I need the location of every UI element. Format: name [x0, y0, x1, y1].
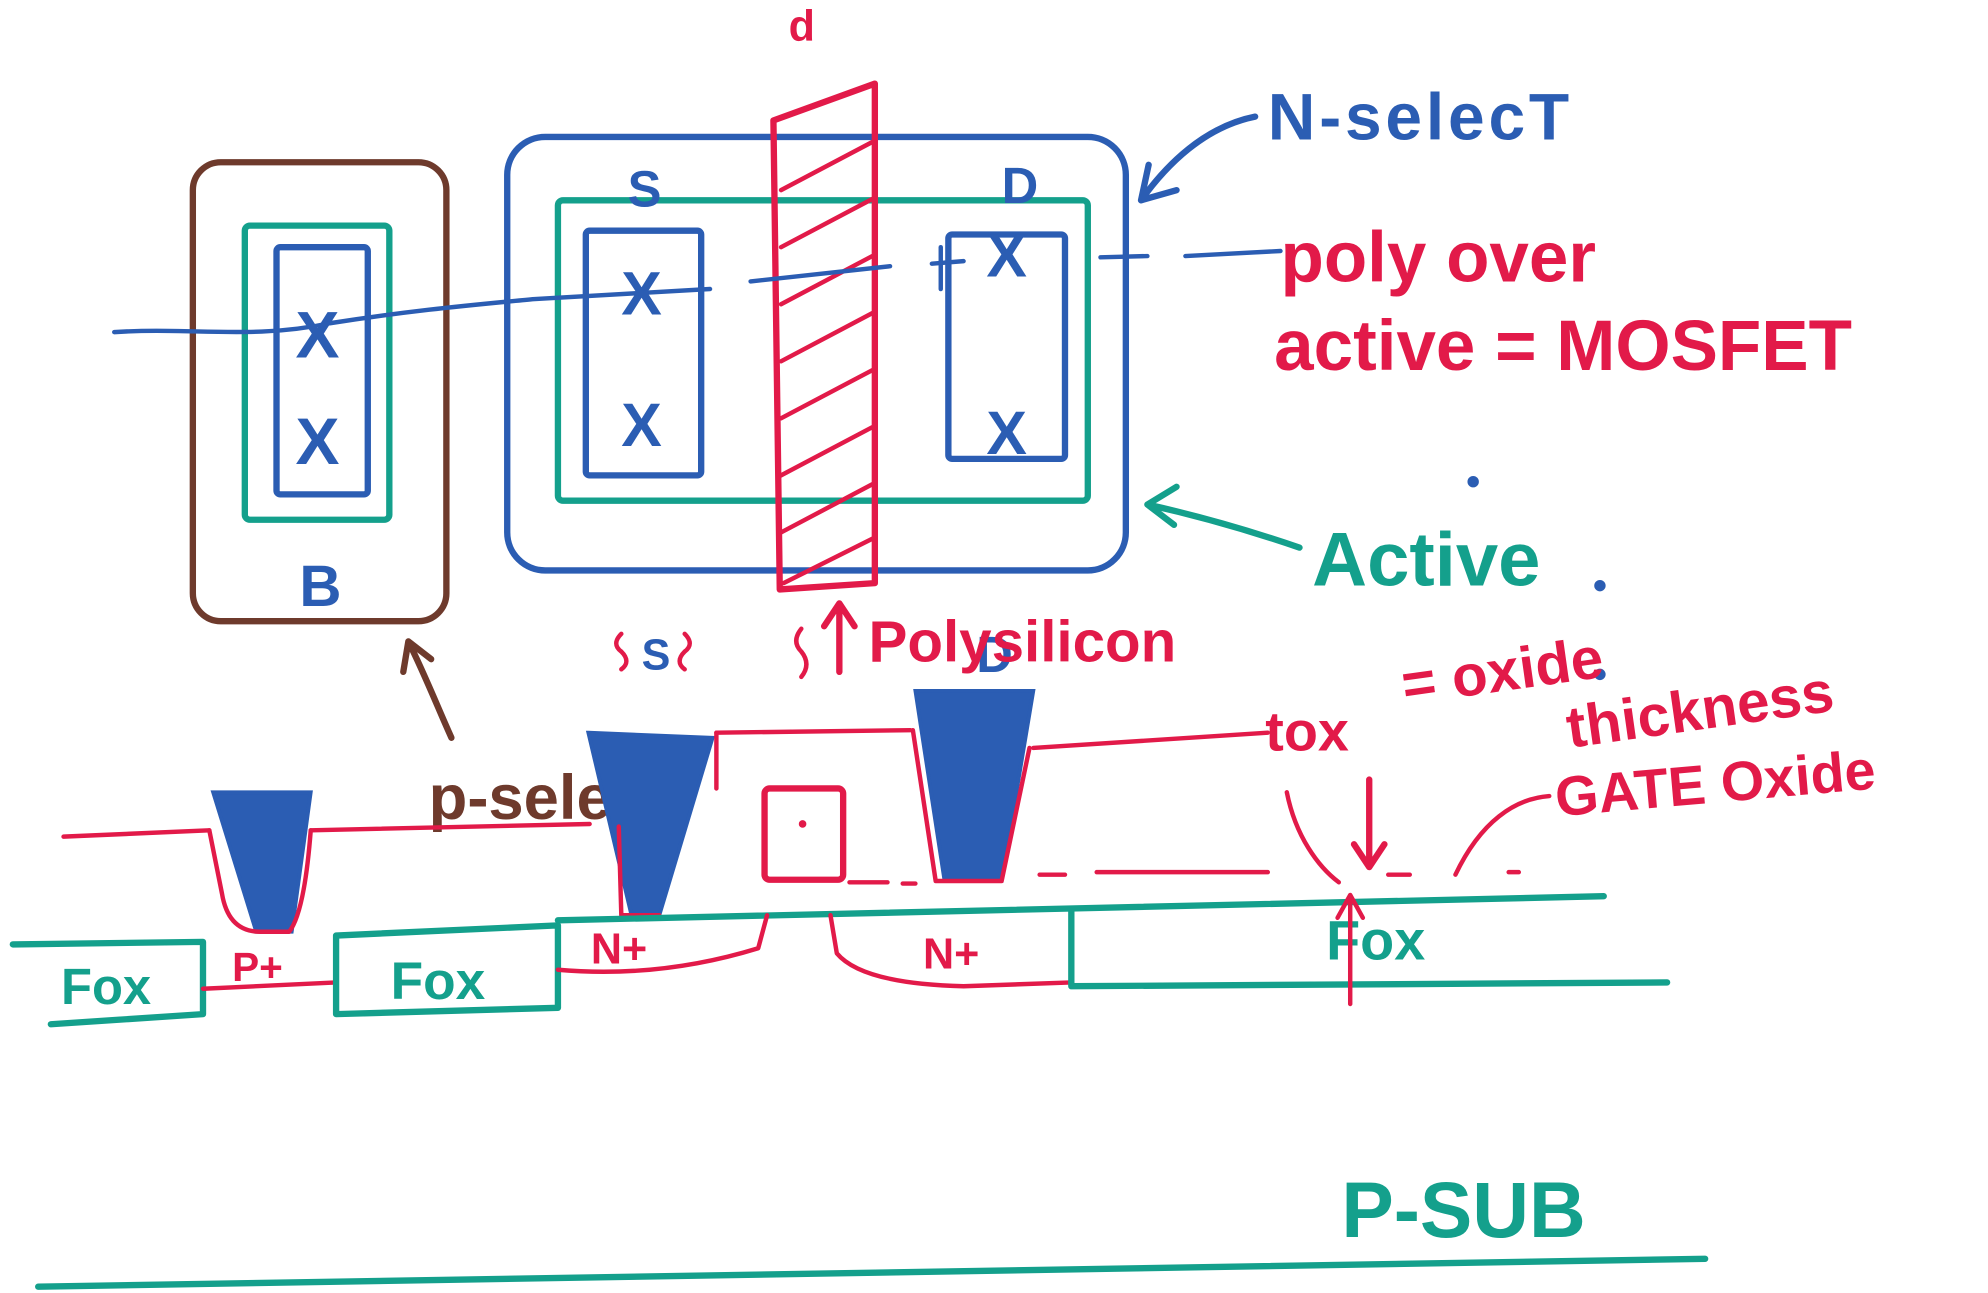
n-select-label: N-selecT [1268, 79, 1573, 153]
source-label: S [628, 161, 662, 218]
body-contact-outline [207, 828, 313, 934]
source-contact-rect [582, 227, 705, 479]
poly-over-active-line2: active = MOSFET [1274, 307, 1852, 386]
p-select-box [189, 159, 450, 625]
active-arrow [1144, 483, 1303, 551]
fox-left-label: Fox [61, 958, 151, 1015]
dot [1594, 579, 1606, 592]
n-plus-source-region [555, 913, 770, 974]
polysilicon-label: Polysilicon [869, 610, 1177, 675]
p-plus-label: P+ [232, 944, 283, 990]
drain-label: D [1002, 157, 1039, 214]
source-squiggle [614, 626, 809, 680]
layout-annotations: N-selecT poly over active = MOSFET Activ… [1137, 79, 1852, 681]
source-contact-mark: X [621, 391, 662, 459]
silicon-surface [554, 893, 1607, 924]
dot [1594, 668, 1606, 681]
fox-right-label: Fox [1326, 910, 1425, 972]
body-contact-mark: X [296, 297, 340, 371]
gate-oxide-line [847, 869, 1522, 886]
gate-dot [798, 820, 807, 828]
n-plus-drain-region [828, 913, 1074, 989]
field-oxide-surface [61, 727, 1271, 839]
tox-arrow-down [1350, 776, 1388, 871]
drain-contact-rect [945, 231, 1069, 463]
cross-section: S D Polysilicon p-select Fox P+ Fox N+ [9, 600, 1878, 1290]
body-contact-mark: X [296, 404, 340, 478]
p-plus-region [200, 980, 339, 991]
fox-right-box [1068, 907, 1671, 990]
gate-poly [761, 785, 847, 883]
top-mark: d [789, 3, 815, 51]
tox-label: tox [1265, 700, 1349, 762]
n-select-box [504, 133, 1130, 574]
n-plus-drain-label: N+ [923, 930, 979, 978]
tox-leader [1284, 790, 1342, 885]
layout-view: X X B X X X X S D d [112, 3, 1283, 625]
n-select-arrow [1137, 113, 1259, 204]
fox-left-box [9, 938, 207, 1028]
p-select-arrow [400, 638, 455, 741]
fox-middle-box [332, 922, 562, 1018]
nmos-active-rect [554, 197, 1091, 504]
fox-middle-label: Fox [391, 952, 486, 1011]
active-label: Active [1312, 518, 1540, 603]
poly-hatching [778, 139, 875, 586]
body-active-rect [241, 222, 393, 523]
drain-contact-mark: X [986, 221, 1027, 289]
substrate-label: P-SUB [1341, 1166, 1585, 1254]
body-contact-rect [273, 244, 371, 498]
tox-arrow-up [1335, 892, 1366, 1007]
n-plus-source-label: N+ [591, 925, 647, 973]
gate-oxide-leader [1453, 793, 1552, 877]
poly-gate [770, 80, 879, 593]
cs-drain-label: D [976, 626, 1013, 683]
poly-over-active-line1: poly over [1280, 218, 1596, 297]
dot [1467, 476, 1479, 488]
polysilicon-arrow [820, 600, 858, 676]
drain-contact-outline [910, 727, 1032, 884]
substrate-bottom-line [35, 1255, 1709, 1290]
cs-source-label: S [642, 631, 671, 679]
cut-line [112, 248, 1283, 335]
drain-contact-mark: X [986, 399, 1027, 467]
body-label: B [299, 554, 341, 619]
poly-gate-outline [770, 80, 879, 593]
